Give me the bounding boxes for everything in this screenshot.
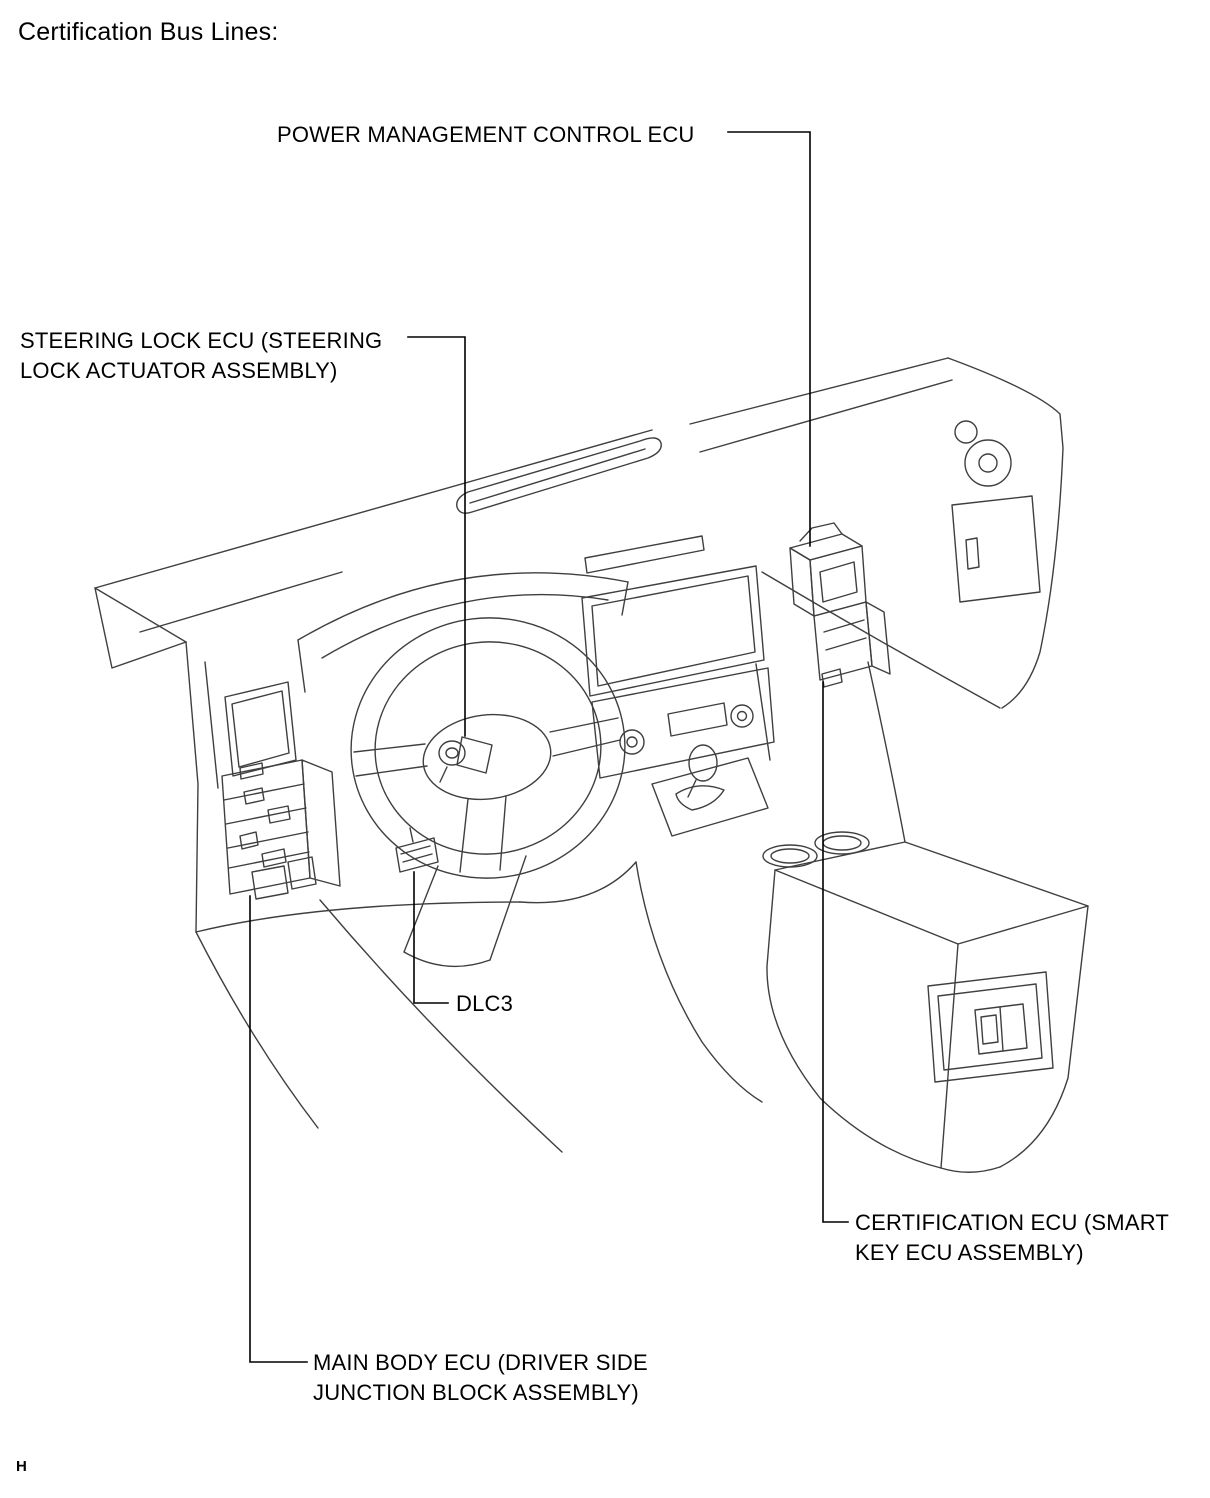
center-controls [591, 667, 775, 779]
label-certification-ecu: CERTIFICATION ECU (SMART KEY ECU ASSEMBL… [855, 1210, 1170, 1265]
leader-steering-lock [407, 336, 466, 737]
leader-certification [822, 681, 849, 1223]
center-display [581, 535, 765, 697]
label-power-management-ecu: POWER MANAGEMENT CONTROL ECU [277, 122, 695, 147]
console-rear-panel [927, 971, 1054, 1083]
dlc3-connector-illustration [395, 827, 439, 873]
defroster-vent [456, 437, 662, 514]
main-body-ecu-illustration [221, 759, 341, 900]
steering-lock-ecu-illustration [438, 736, 493, 783]
footer-mark: H [16, 1458, 27, 1475]
cupholders [762, 831, 870, 868]
dashboard-outline [94, 357, 1064, 933]
leader-dlc3 [413, 871, 449, 1004]
steering-wheel [350, 617, 626, 879]
label-steering-lock-ecu: STEERING LOCK ECU (STEERING LOCK ACTUATO… [20, 328, 383, 383]
steering-column [403, 855, 527, 968]
leader-main-body [249, 895, 308, 1363]
leader-lines [249, 131, 849, 1363]
floor-lines [195, 861, 763, 1153]
label-dlc3: DLC3 [456, 991, 514, 1016]
gear-shifter [651, 744, 769, 837]
instrument-hood [297, 572, 629, 693]
certification-ecu-illustration [813, 601, 891, 688]
power-management-ecu-illustration [789, 522, 867, 617]
leader-power-management [727, 131, 811, 547]
left-air-vent [224, 681, 297, 777]
center-console [766, 841, 1089, 1173]
page-title: Certification Bus Lines: [18, 18, 279, 46]
label-main-body-ecu: MAIN BODY ECU (DRIVER SIDE JUNCTION BLOC… [313, 1350, 648, 1405]
right-air-vent [951, 495, 1041, 603]
speaker-grille [964, 439, 1012, 487]
